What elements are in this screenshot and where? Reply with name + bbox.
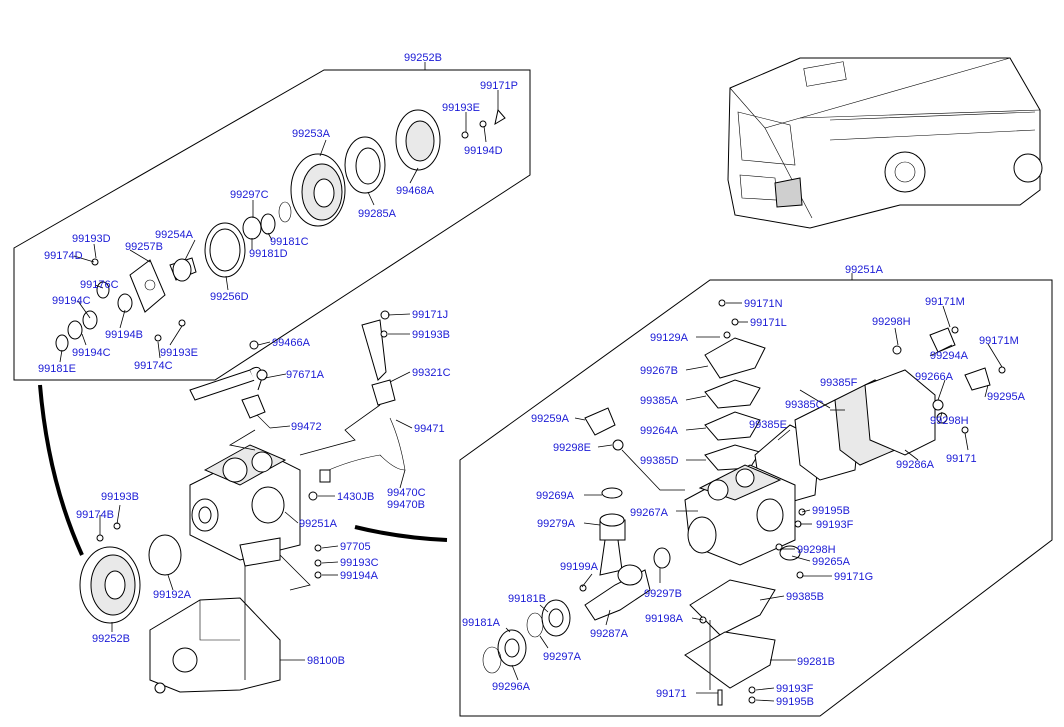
part-label-99199A: 99199A	[560, 561, 599, 573]
part-label-99174C: 99174C	[134, 360, 173, 372]
part-label-99267B: 99267B	[640, 365, 678, 377]
part-label-99194D: 99194D	[464, 145, 503, 157]
part-label-99181A: 99181A	[462, 617, 501, 629]
part-label-99198A: 99198A	[645, 613, 684, 625]
connector-swoosh-left	[38, 384, 84, 556]
part-label-99129A: 99129A	[650, 332, 689, 344]
part-label-99252B-top: 99252B	[404, 52, 442, 64]
part-label-99171-right: 99171	[946, 453, 977, 465]
part-label-99471: 99471	[414, 423, 445, 435]
part-label-99193B: 99193B	[412, 329, 450, 341]
part-label-99297C: 99297C	[230, 189, 269, 201]
part-label-97671A: 97671A	[286, 369, 325, 381]
part-label-99181B: 99181B	[508, 593, 546, 605]
part-label-99269A: 99269A	[536, 490, 575, 502]
part-label-99470C: 99470C	[387, 487, 426, 499]
part-label-99321C: 99321C	[412, 367, 451, 379]
clutch-parts	[55, 108, 506, 352]
part-label-99171-bottom: 99171	[656, 688, 687, 700]
part-labels: 99252B 99171P 99193E 99194D 99253A 99468…	[38, 52, 1026, 708]
part-label-99264A: 99264A	[640, 425, 679, 437]
part-label-99287A: 99287A	[590, 628, 629, 640]
part-label-98100B: 98100B	[307, 655, 345, 667]
part-label-99298H-low: 99298H	[797, 544, 836, 556]
part-label-99385A: 99385A	[640, 395, 679, 407]
part-label-99171J: 99171J	[412, 309, 448, 321]
part-label-99468A: 99468A	[396, 185, 435, 197]
part-label-99470B: 99470B	[387, 499, 425, 511]
part-label-99298H-mid: 99298H	[930, 415, 969, 427]
part-label-99253A: 99253A	[292, 128, 331, 140]
part-label-99171M-b: 99171M	[979, 335, 1019, 347]
part-label-99193E: 99193E	[160, 347, 198, 359]
part-label-99385C: 99385C	[785, 399, 824, 411]
part-label-99296A: 99296A	[492, 681, 531, 693]
connector-swoosh-right	[354, 525, 448, 542]
part-label-99194A: 99194A	[340, 570, 379, 582]
part-label-99257B: 99257B	[125, 241, 163, 253]
part-label-99171M-a: 99171M	[925, 296, 965, 308]
part-label-99195B-mid: 99195B	[812, 505, 850, 517]
part-label-97705: 97705	[340, 541, 371, 553]
part-label-99251A-right: 99251A	[845, 264, 884, 276]
right-compressor-parts	[482, 299, 1006, 706]
part-label-99181C: 99181C	[270, 236, 309, 248]
part-label-99171L: 99171L	[750, 317, 787, 329]
part-label-99192A: 99192A	[153, 589, 192, 601]
part-label-99193D: 99193D	[72, 233, 111, 245]
part-label-99281B: 99281B	[797, 656, 835, 668]
part-label-99251A-left: 99251A	[299, 518, 338, 530]
part-label-99254A: 99254A	[155, 229, 194, 241]
part-label-99174D: 99174D	[44, 250, 83, 262]
part-label-99385F: 99385F	[820, 377, 858, 389]
left-compressor-assembly	[79, 310, 406, 694]
part-label-99171N: 99171N	[744, 298, 783, 310]
part-label-99279A: 99279A	[537, 518, 576, 530]
leader-lines	[59, 62, 1003, 702]
part-label-99294A: 99294A	[930, 350, 969, 362]
part-label-99193F-mid: 99193F	[816, 519, 854, 531]
part-label-99466A: 99466A	[272, 337, 311, 349]
part-label-99194C-2: 99194C	[72, 347, 111, 359]
part-label-99193B-left: 99193B	[101, 491, 139, 503]
part-label-99472: 99472	[291, 421, 322, 433]
part-label-99193C: 99193C	[340, 557, 379, 569]
part-label-99171P: 99171P	[480, 80, 518, 92]
part-label-99195B-bottom: 99195B	[776, 696, 814, 708]
part-label-99266A: 99266A	[915, 371, 954, 383]
part-label-99267A: 99267A	[630, 507, 669, 519]
part-label-99285A: 99285A	[358, 208, 397, 220]
part-label-99252B-bottom: 99252B	[92, 633, 130, 645]
part-label-99176C: 99176C	[80, 279, 119, 291]
part-label-99298E: 99298E	[553, 442, 591, 454]
part-label-99174B: 99174B	[76, 509, 114, 521]
part-label-99259A: 99259A	[531, 413, 570, 425]
part-label-99385D: 99385D	[640, 455, 679, 467]
bus-illustration	[727, 57, 1043, 229]
part-label-1430JB: 1430JB	[337, 491, 374, 503]
part-label-99194B: 99194B	[105, 329, 143, 341]
part-label-99286A: 99286A	[896, 459, 935, 471]
compressor-assembly-box	[459, 279, 1053, 717]
part-label-99193E-top: 99193E	[442, 102, 480, 114]
part-label-99297B: 99297B	[644, 588, 682, 600]
part-label-99256D: 99256D	[210, 291, 249, 303]
part-label-99181E: 99181E	[38, 363, 76, 375]
part-label-99298H-top: 99298H	[872, 316, 911, 328]
part-label-99385E: 99385E	[749, 419, 787, 431]
part-label-99193F-bottom: 99193F	[776, 683, 814, 695]
part-label-99385B: 99385B	[786, 591, 824, 603]
part-label-99295A: 99295A	[987, 391, 1026, 403]
part-label-99297A: 99297A	[543, 651, 582, 663]
part-label-99181D: 99181D	[249, 248, 288, 260]
part-label-99194C: 99194C	[52, 295, 91, 307]
part-label-99171G: 99171G	[834, 571, 873, 583]
clutch-assembly-box	[13, 69, 531, 381]
part-label-99265A: 99265A	[812, 556, 851, 568]
